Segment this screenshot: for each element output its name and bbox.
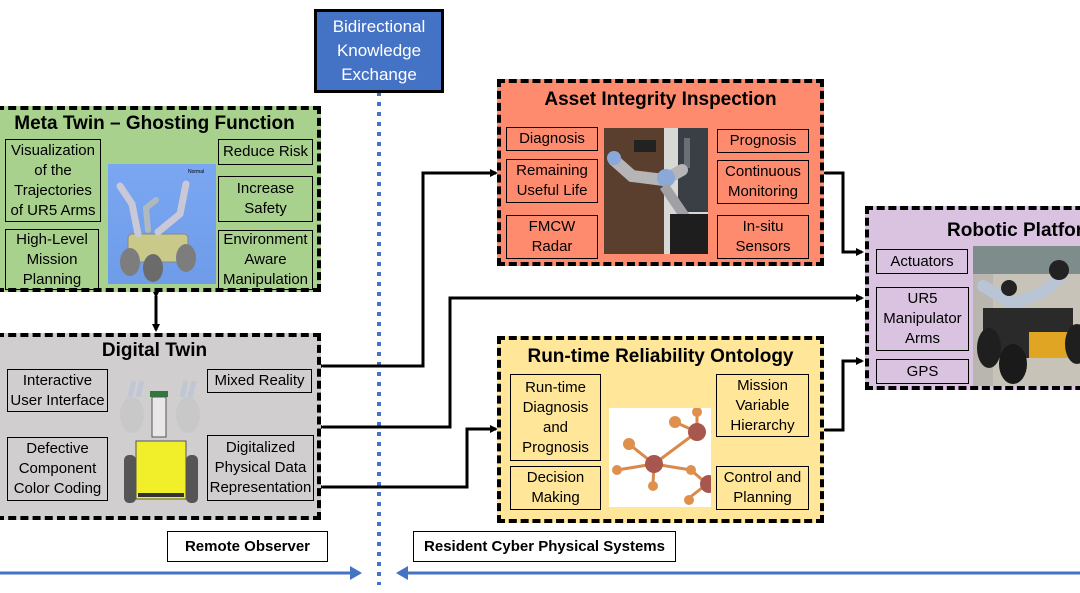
ontology-graph-image <box>609 408 711 507</box>
link-ontology-platform <box>819 357 864 434</box>
rro-item-runtime-diagnosis: Run-time Diagnosis and Prognosis <box>510 374 601 461</box>
asset-integrity-panel: Asset Integrity Inspection Diagnosis Rem… <box>497 79 824 266</box>
meta-twin-title: Meta Twin – Ghosting Function <box>14 113 295 134</box>
digital-twin-panel: Digital Twin Interactive User Interface … <box>0 333 321 520</box>
rro-item-decision-making: Decision Making <box>510 466 601 510</box>
resident-cps-text: Resident Cyber Physical Systems <box>424 538 665 555</box>
rp-item-ur5-arms: UR5 Manipulator Arms <box>876 287 969 351</box>
dt-item-mixed-reality: Mixed Reality <box>207 369 312 393</box>
robotic-platform-title: Robotic Platform <box>947 220 1080 241</box>
rro-item-control-planning: Control and Planning <box>716 466 809 510</box>
aii-item-remaining-life: Remaining Useful Life <box>506 159 598 203</box>
resident-cps-label: Resident Cyber Physical Systems <box>413 531 676 562</box>
rp-item-gps: GPS <box>876 359 969 384</box>
aii-item-diagnosis: Diagnosis <box>506 127 598 151</box>
aii-item-insitu-sensors: In-situ Sensors <box>717 215 809 259</box>
meta-item-mission-planning: High-Level Mission Planning <box>5 229 99 290</box>
physical-robot-photo <box>973 246 1080 386</box>
reliability-ontology-title: Run-time Reliability Ontology <box>527 346 794 367</box>
dt-item-interactive-ui: Interactive User Interface <box>7 369 108 412</box>
rro-item-mission-hierarchy: Mission Variable Hierarchy <box>716 374 809 437</box>
svg-text:Normal: Normal <box>188 169 204 175</box>
exchange-label: Bidirectional Knowledge Exchange <box>332 17 426 84</box>
aii-item-prognosis: Prognosis <box>717 129 809 153</box>
meta-item-reduce-risk: Reduce Risk <box>218 139 313 165</box>
remote-observer-label: Remote Observer <box>167 531 328 562</box>
robot-arm-inspection-photo <box>604 128 708 254</box>
aii-item-continuous-monitoring: Continuous Monitoring <box>717 160 809 204</box>
meta-item-visualization: Visualization of the Trajectories of UR5… <box>5 139 101 222</box>
meta-twin-panel: Meta Twin – Ghosting Function Visualizat… <box>0 106 321 292</box>
asset-integrity-title: Asset Integrity Inspection <box>544 89 777 110</box>
simulated-robot-trajectory-image: Normal <box>108 164 216 284</box>
link-ontology-digital <box>317 425 498 491</box>
meta-item-environment-aware: Environment Aware Manipulation <box>218 230 313 290</box>
link-asset-platform <box>819 169 864 256</box>
digital-twin-title: Digital Twin <box>101 340 208 361</box>
dt-item-digitalized-data: Digitalized Physical Data Representation <box>207 435 314 501</box>
dt-item-color-coding: Defective Component Color Coding <box>7 437 108 501</box>
link-asset-digital <box>317 169 498 370</box>
aii-item-fmcw-radar: FMCW Radar <box>506 215 598 259</box>
robotic-platform-panel: Robotic Platform Actuators UR5 Manipulat… <box>865 206 1080 390</box>
rp-item-actuators: Actuators <box>876 249 968 274</box>
meta-item-increase-safety: Increase Safety <box>218 176 313 222</box>
digital-twin-robot-render-image <box>116 375 206 515</box>
reliability-ontology-panel: Run-time Reliability Ontology Run-time D… <box>497 336 824 523</box>
exchange-box: Bidirectional Knowledge Exchange <box>314 9 444 93</box>
remote-observer-text: Remote Observer <box>184 538 311 555</box>
